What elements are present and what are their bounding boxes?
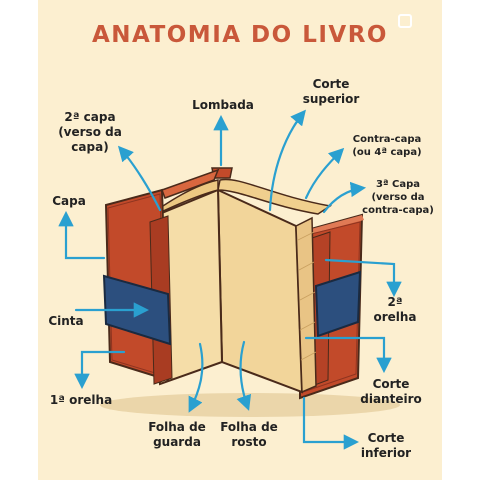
label-segunda-capa: 2ª capa (verso da capa): [58, 110, 122, 154]
label-folha-de-guarda: Folha de guarda: [148, 420, 206, 449]
label-capa: Capa: [52, 194, 86, 208]
corner-square-icon: [398, 14, 412, 28]
arrow-folha-de-guarda: [188, 342, 204, 413]
arrow-primeira-orelha: [74, 350, 126, 390]
label-cinta: Cinta: [48, 314, 84, 328]
label-terceira-capa: 3ª Capa (verso da contra-capa): [362, 179, 434, 216]
label-corte-superior: Corte superior: [302, 77, 360, 106]
label-lombada: Lombada: [192, 98, 254, 112]
diagram-title: ANATOMIA DO LIVRO: [92, 22, 388, 48]
book-shadow: [100, 393, 400, 417]
right-page-block: [216, 188, 317, 394]
arrow-terceira-capa: [322, 181, 367, 214]
arrow-corte-superior: [268, 109, 306, 212]
arrow-capa: [58, 210, 106, 260]
arrow-folha-de-rosto: [236, 340, 252, 411]
label-folha-de-rosto: Folha de rosto: [220, 420, 278, 449]
arrow-contra-capa: [304, 147, 345, 200]
arrow-segunda-capa: [117, 145, 162, 212]
label-corte-dianteiro: Corte dianteiro: [360, 377, 422, 406]
label-segunda-orelha: 2ª orelha: [373, 295, 417, 324]
label-corte-inferior: Corte inferior: [360, 431, 412, 460]
label-contra-capa: Contra-capa (ou 4ª capa): [352, 134, 422, 158]
arrow-segunda-orelha: [324, 258, 402, 298]
arrow-corte-dianteiro: [304, 336, 392, 374]
arrow-corte-inferior: [302, 396, 360, 450]
label-primeira-orelha: 1ª orelha: [49, 393, 113, 407]
